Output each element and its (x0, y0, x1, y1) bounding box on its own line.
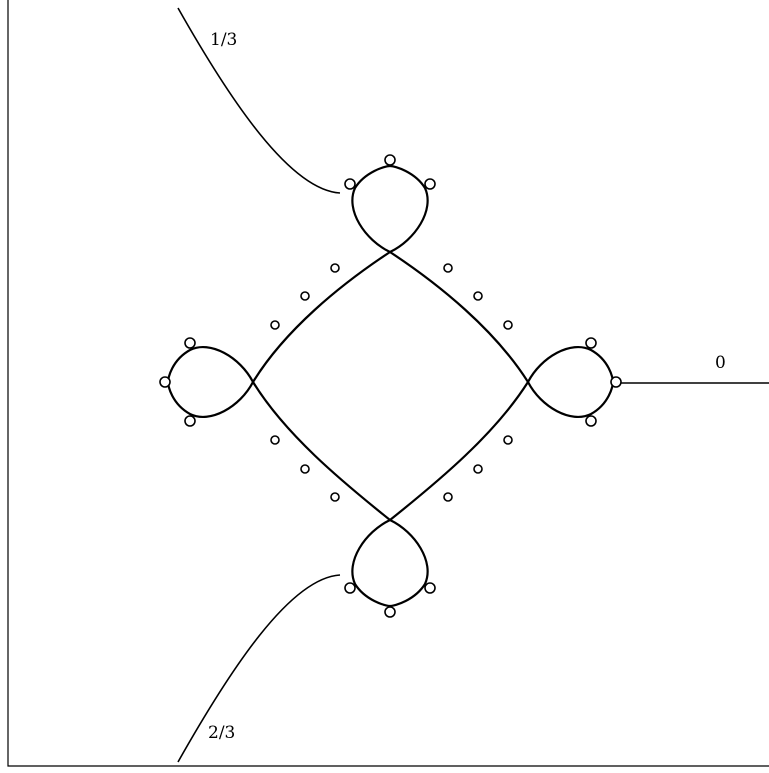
julia-bump (424, 178, 436, 190)
julia-bump (344, 582, 356, 594)
julia-bump (424, 582, 436, 594)
ray-angle-two-thirds (177, 574, 341, 763)
label-zero: 0 (715, 353, 726, 373)
julia-bump (270, 320, 280, 330)
julia-right-lobe (526, 345, 615, 419)
julia-bump (159, 376, 171, 388)
julia-bump (503, 435, 513, 445)
ray-angle-one-third (177, 7, 341, 194)
julia-top-lobe (351, 164, 429, 254)
julia-bump (473, 464, 483, 474)
label-two-thirds: 2/3 (208, 723, 235, 743)
julia-bump (184, 415, 196, 427)
julia-bump (384, 154, 396, 166)
julia-bump (300, 464, 310, 474)
julia-bump (270, 435, 280, 445)
julia-bump (443, 263, 453, 273)
julia-bump (300, 291, 310, 301)
julia-bump (344, 178, 356, 190)
julia-bump (443, 492, 453, 502)
julia-bump (610, 376, 622, 388)
label-one-third: 1/3 (210, 30, 237, 50)
julia-bottom-lobe (351, 518, 429, 608)
julia-left-lobe (166, 345, 255, 419)
julia-bump (330, 492, 340, 502)
julia-bump (503, 320, 513, 330)
julia-bump (585, 337, 597, 349)
julia-bump (585, 415, 597, 427)
julia-bump (384, 606, 396, 618)
julia-bump (184, 337, 196, 349)
julia-bump (330, 263, 340, 273)
frame-border (7, 0, 769, 767)
julia-bump (473, 291, 483, 301)
julia-central-loop (251, 250, 530, 522)
julia-decorations (159, 154, 622, 618)
